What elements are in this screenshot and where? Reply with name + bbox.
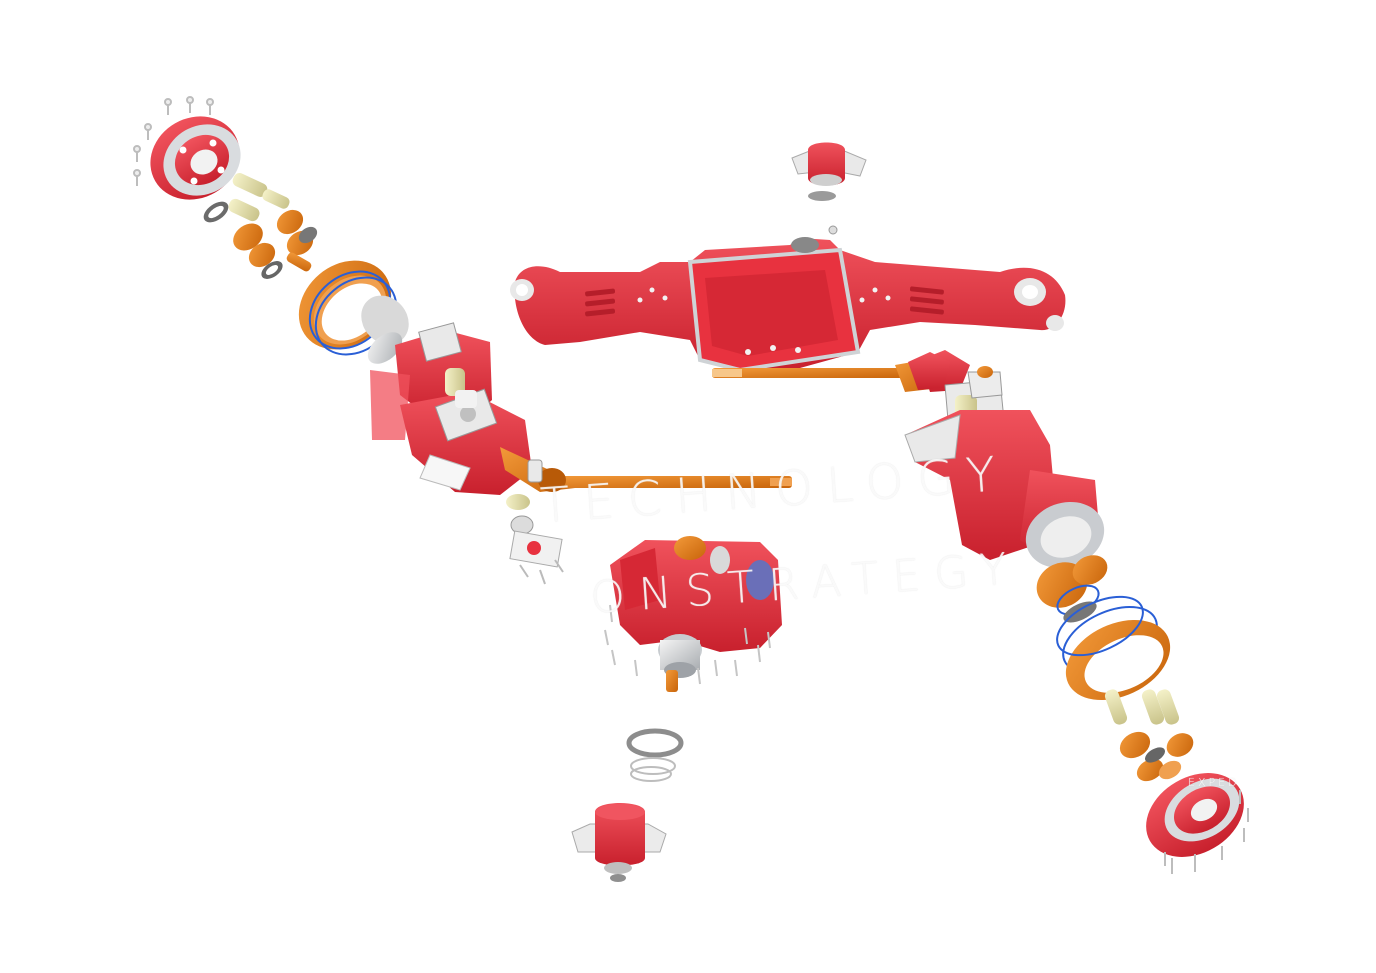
left-planetary-gear-set xyxy=(203,173,318,279)
right-hub-bolts xyxy=(1164,790,1249,874)
left-hub-flange xyxy=(133,96,241,200)
right-hub-flange xyxy=(1146,773,1249,874)
watermark-small: EXPED xyxy=(1188,776,1240,789)
differential-housing xyxy=(604,536,782,692)
right-planetary-gear-set xyxy=(1104,689,1194,782)
snap-rings xyxy=(626,728,684,782)
main-axle-housing xyxy=(510,237,1066,373)
left-steering-knuckle xyxy=(370,322,534,535)
left-hub-bolts xyxy=(133,96,214,186)
right-ring-gear xyxy=(1056,595,1171,701)
differential-bolts xyxy=(604,604,771,685)
left-lower-pivot-cap xyxy=(509,530,564,585)
left-ring-gear xyxy=(298,260,409,364)
right-upper-pivot-cap xyxy=(908,352,1003,399)
left-drive-shaft xyxy=(500,447,792,492)
housing-bolts xyxy=(637,287,891,355)
top-pivot-mount xyxy=(791,142,867,235)
housing-ribs xyxy=(585,286,944,317)
right-steering-knuckle xyxy=(904,350,1108,623)
bottom-pivot-mount xyxy=(571,803,667,882)
